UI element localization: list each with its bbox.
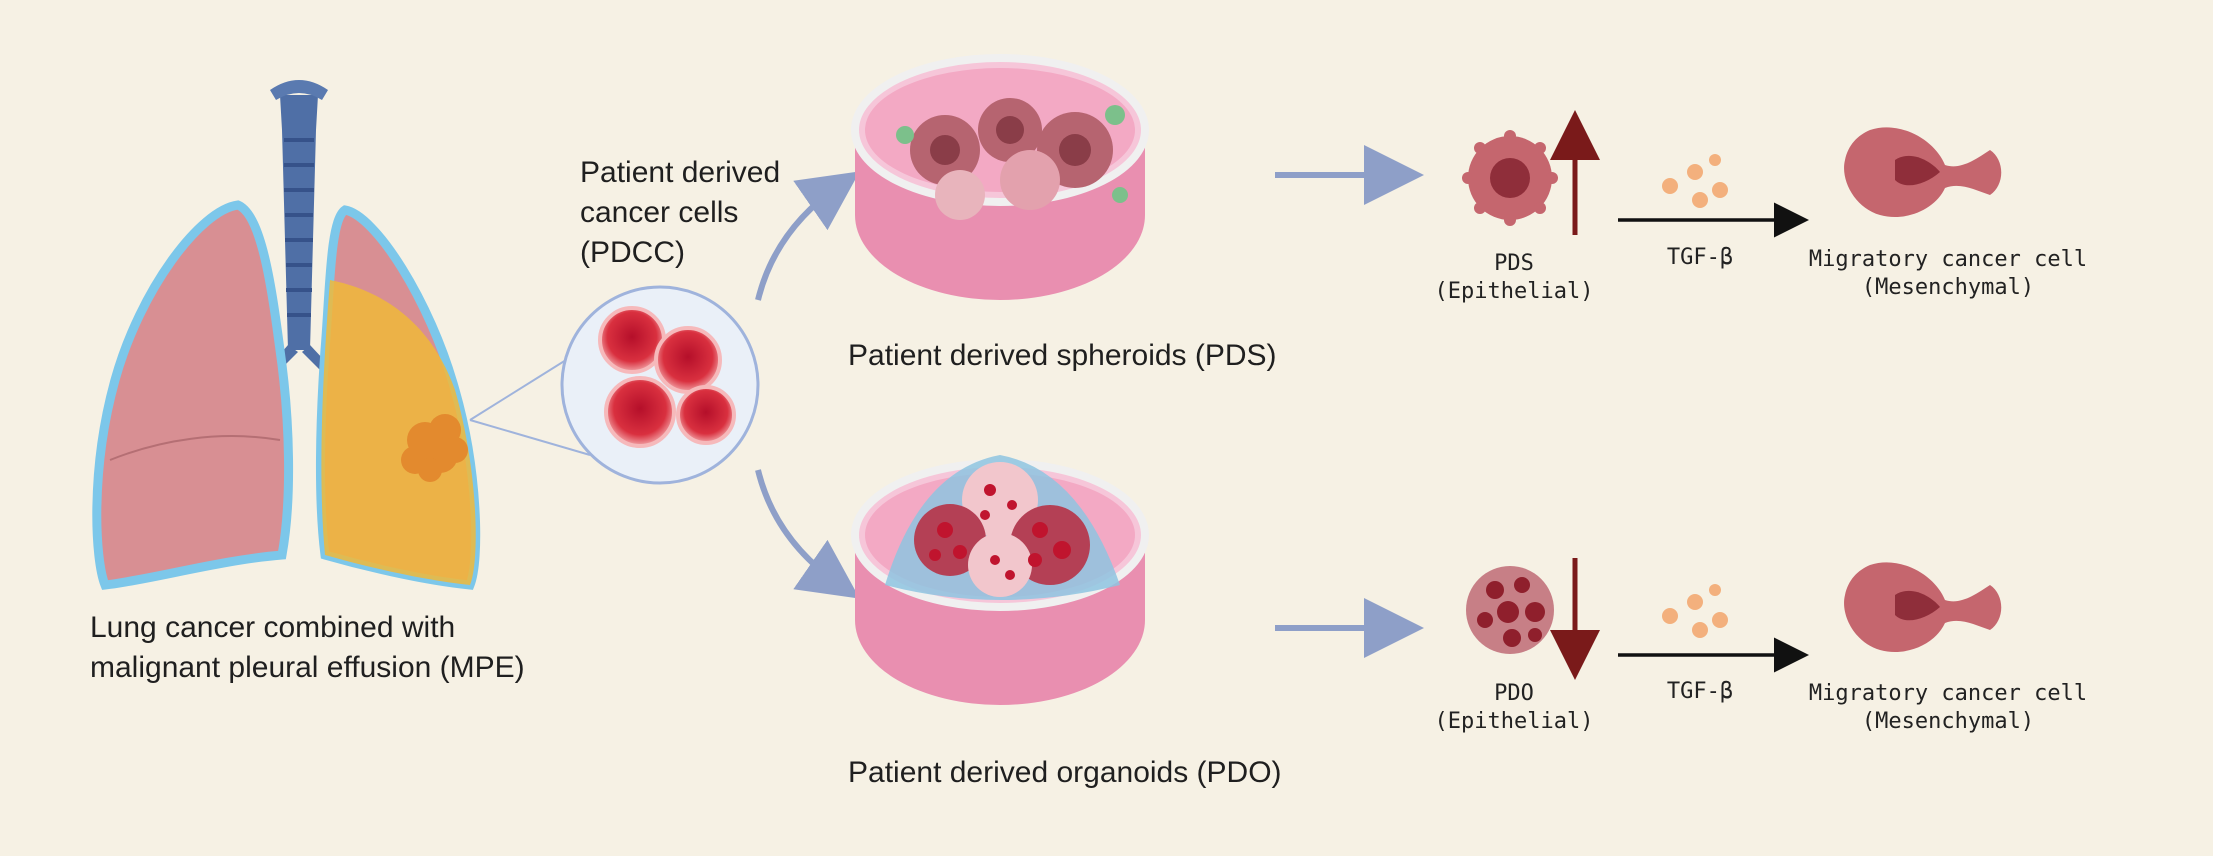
migratory-cell-icon — [1844, 127, 2002, 217]
left-lung — [92, 200, 294, 590]
pds-cell-label-line-1: PDS — [1494, 251, 1534, 276]
tgf-beta-dots-icon — [1662, 154, 1728, 208]
cancer-cell-icon — [598, 306, 736, 448]
branch-arrow-to-pds — [755, 171, 860, 301]
pdo-cell-label-line-1: PDO — [1494, 681, 1534, 706]
pdcc-label-line-2: cancer cells — [580, 196, 738, 229]
organoid-cells — [914, 462, 1090, 597]
migratory-label-bottom-line-2: (Mesenchymal) — [1862, 709, 2034, 734]
migratory-label-top-line-1: Migratory cancer cell — [1809, 247, 2087, 272]
pds-culture-dish — [851, 54, 1149, 300]
pdo-dish-caption: Patient derived organoids (PDO) — [848, 756, 1282, 789]
pdcc-magnified-view — [560, 285, 760, 485]
pds-dish-caption: Patient derived spheroids (PDS) — [848, 339, 1277, 372]
pleural-effusion-region — [321, 280, 476, 585]
tgf-label-bottom: TGF-β — [1667, 679, 1733, 704]
migratory-label-bottom-line-1: Migratory cancer cell — [1809, 681, 2087, 706]
pdcc-label-line-1: Patient derived — [580, 156, 780, 189]
lung-caption-line-1: Lung cancer combined with — [90, 611, 455, 644]
branch-arrow-to-pdo — [755, 469, 860, 599]
migratory-label-top-line-2: (Mesenchymal) — [1862, 275, 2034, 300]
pds-cell-label-line-2: (Epithelial) — [1435, 279, 1594, 304]
tgf-label-top: TGF-β — [1667, 245, 1733, 270]
pdcc-label-line-3: (PDCC) — [580, 236, 685, 269]
migratory-cell-icon — [1844, 562, 2002, 652]
pdo-culture-dish — [851, 455, 1149, 705]
tgf-beta-dots-icon — [1662, 584, 1728, 638]
pdo-cell-label-line-2: (Epithelial) — [1435, 709, 1594, 734]
lung-illustration — [92, 80, 591, 590]
spheroid-cells — [896, 98, 1128, 220]
tumor-mass-icon — [401, 414, 468, 482]
lung-caption-line-2: malignant pleural effusion (MPE) — [90, 651, 525, 684]
pds-epithelial-cell-icon — [1462, 130, 1558, 226]
pdo-epithelial-cell-icon — [1466, 566, 1554, 654]
